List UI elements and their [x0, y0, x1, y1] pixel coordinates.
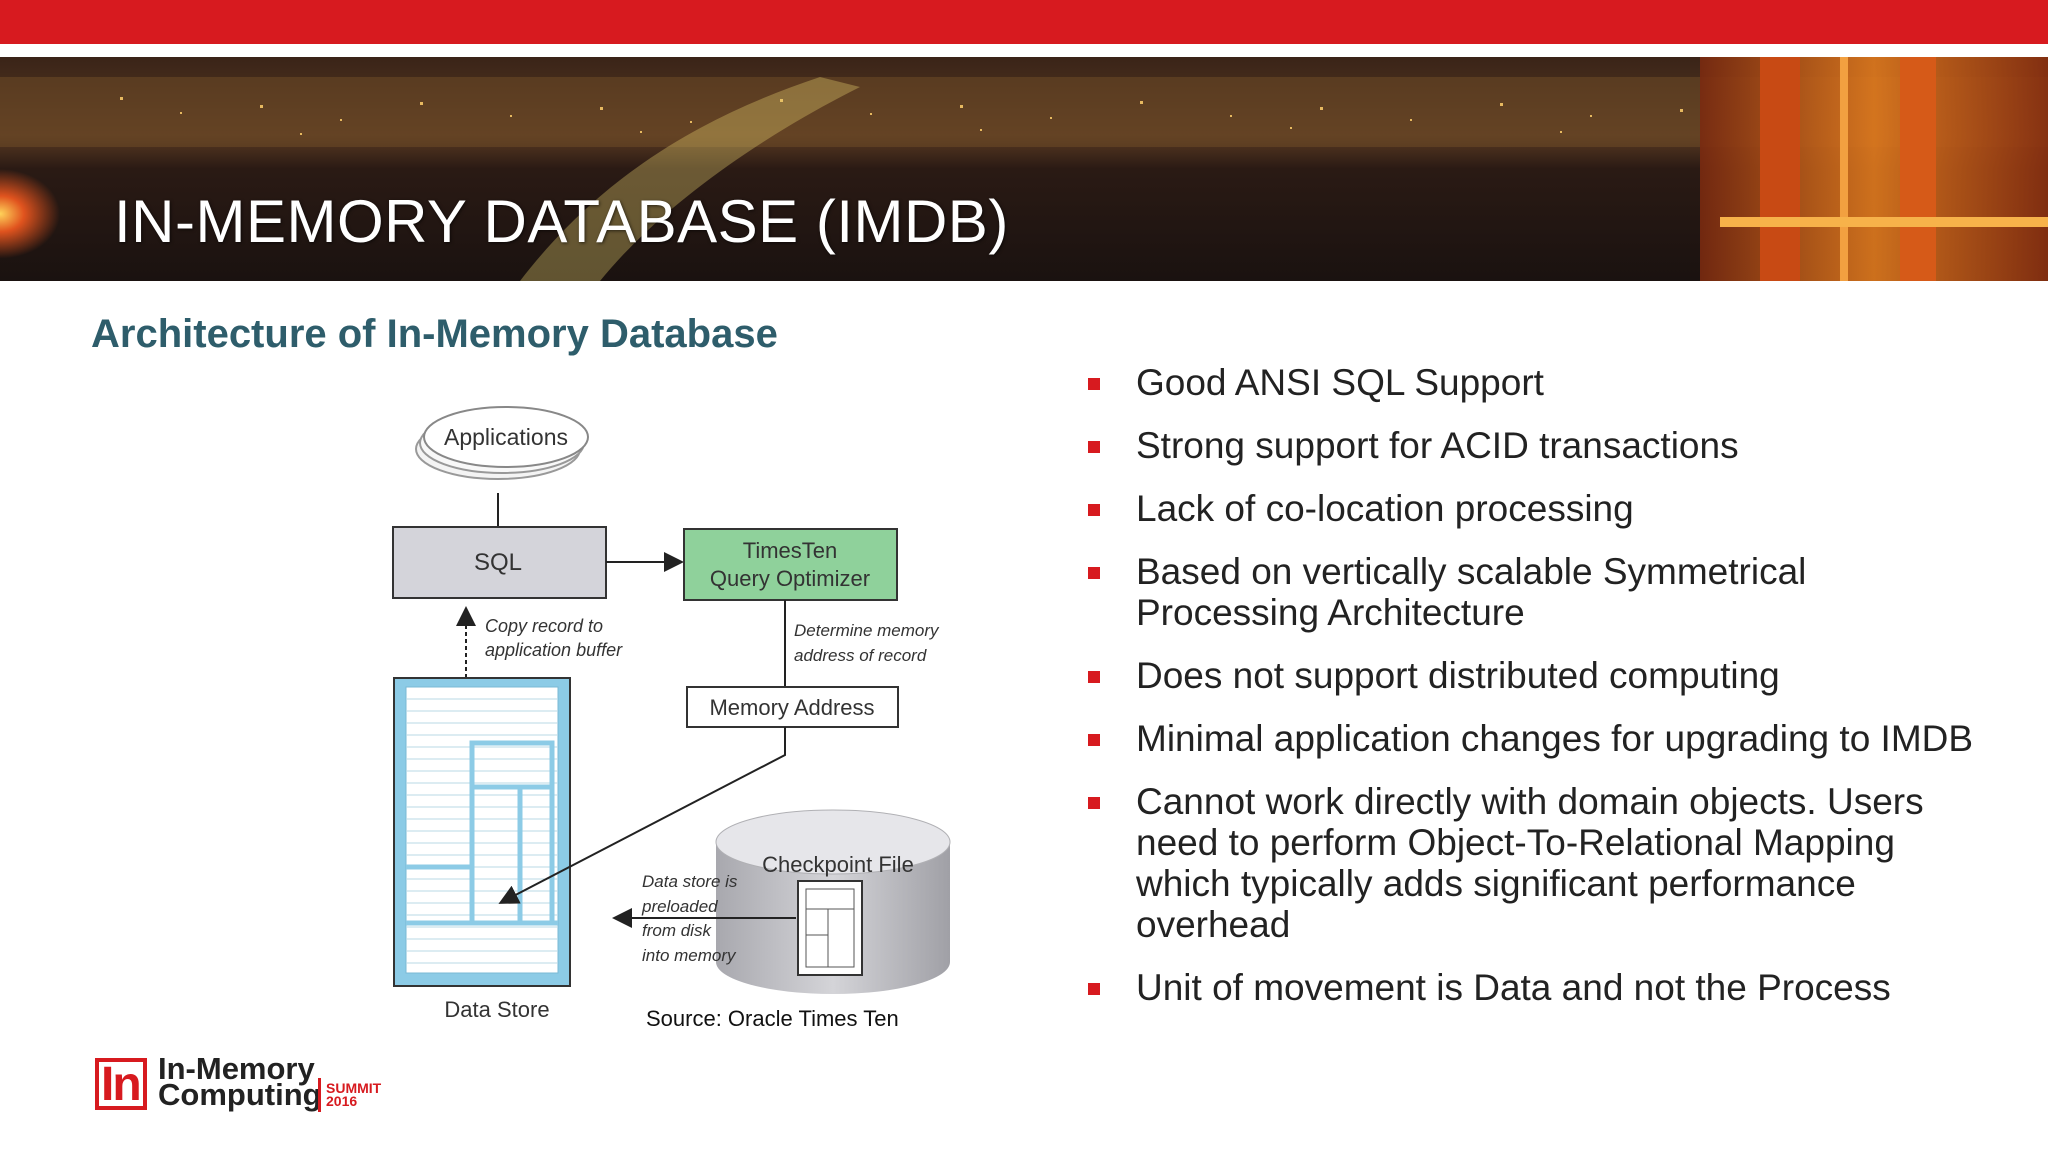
logo-glyph: In [101, 1058, 142, 1111]
logo-mark-icon: In [95, 1058, 147, 1111]
determine-note-line1: Determine memory [794, 621, 940, 640]
bullet-text: Minimal application changes for upgradin… [1136, 718, 1974, 759]
bullet-text: Does not support distributed computing [1136, 655, 1780, 696]
imdb-architecture-diagram: Applications SQL TimesTen Query Optimize… [392, 406, 951, 1022]
logo-line1: In-Memory [158, 1051, 315, 1086]
determine-note-line2: address of record [794, 646, 927, 665]
bullet-item: Does not support distributed computing [1088, 655, 1988, 696]
bullet-text: Strong support for ACID transactions [1136, 425, 1739, 466]
header-banner: IN-MEMORY DATABASE (IMDB) [0, 57, 2048, 281]
top-white-gap [0, 44, 2048, 57]
bullet-square-icon [1088, 671, 1100, 683]
applications-node: Applications [415, 406, 589, 480]
logo-summit-word: SUMMIT [326, 1080, 382, 1096]
data-store-label: Data Store [444, 997, 549, 1022]
in-memory-computing-summit-logo: In In-Memory Computing SUMMIT 2016 [95, 1053, 415, 1116]
bullet-item: Unit of movement is Data and not the Pro… [1088, 967, 1988, 1008]
bullet-item: Minimal application changes for upgradin… [1088, 718, 1988, 759]
bullet-text: Cannot work directly with domain objects… [1136, 781, 1924, 945]
preload-note-line1: Data store is [642, 872, 738, 891]
bullet-text: Good ANSI SQL Support [1136, 362, 1544, 403]
sql-label: SQL [474, 549, 522, 576]
bullet-item: Lack of co-location processing [1088, 488, 1988, 529]
logo-summit-text: SUMMIT 2016 [326, 1080, 382, 1109]
memory-address-label: Memory Address [709, 695, 874, 720]
bullet-text: Based on vertically scalable Symmetrical… [1136, 551, 1807, 633]
top-red-bar [0, 0, 2048, 44]
data-store-node [393, 677, 571, 987]
bullet-square-icon [1088, 504, 1100, 516]
bullet-square-icon [1088, 441, 1100, 453]
slide-subtitle: Architecture of In-Memory Database [91, 312, 778, 356]
bullet-square-icon [1088, 734, 1100, 746]
source-caption: Source: Oracle Times Ten [646, 1006, 899, 1031]
applications-label: Applications [444, 424, 568, 450]
preload-note-line3: from disk [642, 921, 712, 940]
bullet-item: Strong support for ACID transactions [1088, 425, 1988, 466]
copy-note-line1: Copy record to [485, 616, 603, 636]
bullet-item: Good ANSI SQL Support [1088, 362, 1988, 403]
bullet-square-icon [1088, 797, 1100, 809]
city-night-photo [0, 57, 2048, 281]
memory-address-node: Memory Address [686, 686, 899, 728]
logo-line2: Computing [158, 1077, 322, 1112]
bullet-text: Lack of co-location processing [1136, 488, 1634, 529]
bullet-list: Good ANSI SQL Support Strong support for… [1088, 362, 1988, 1030]
optimizer-line2: Query Optimizer [710, 566, 870, 591]
bullet-item: Cannot work directly with domain objects… [1088, 781, 1988, 945]
checkpoint-label: Checkpoint File [762, 852, 914, 877]
slide-title: IN-MEMORY DATABASE (IMDB) [114, 188, 1009, 255]
logo-year: 2016 [326, 1093, 358, 1109]
query-optimizer-node: TimesTen Query Optimizer [683, 528, 898, 601]
bullet-square-icon [1088, 378, 1100, 390]
optimizer-line1: TimesTen [743, 538, 838, 563]
copy-note-line2: application buffer [485, 640, 623, 660]
checkpoint-file-node: Checkpoint File [715, 809, 951, 994]
preload-note-line2: preloaded [641, 897, 718, 916]
bullet-item: Based on vertically scalable Symmetrical… [1088, 551, 1988, 633]
preload-note-line4: into memory [642, 946, 737, 965]
memory-to-datastore-arrow [498, 727, 786, 904]
logo-separator [318, 1078, 321, 1112]
bullet-square-icon [1088, 567, 1100, 579]
bullet-text: Unit of movement is Data and not the Pro… [1136, 967, 1891, 1008]
bullet-square-icon [1088, 983, 1100, 995]
sql-node: SQL [392, 526, 607, 599]
